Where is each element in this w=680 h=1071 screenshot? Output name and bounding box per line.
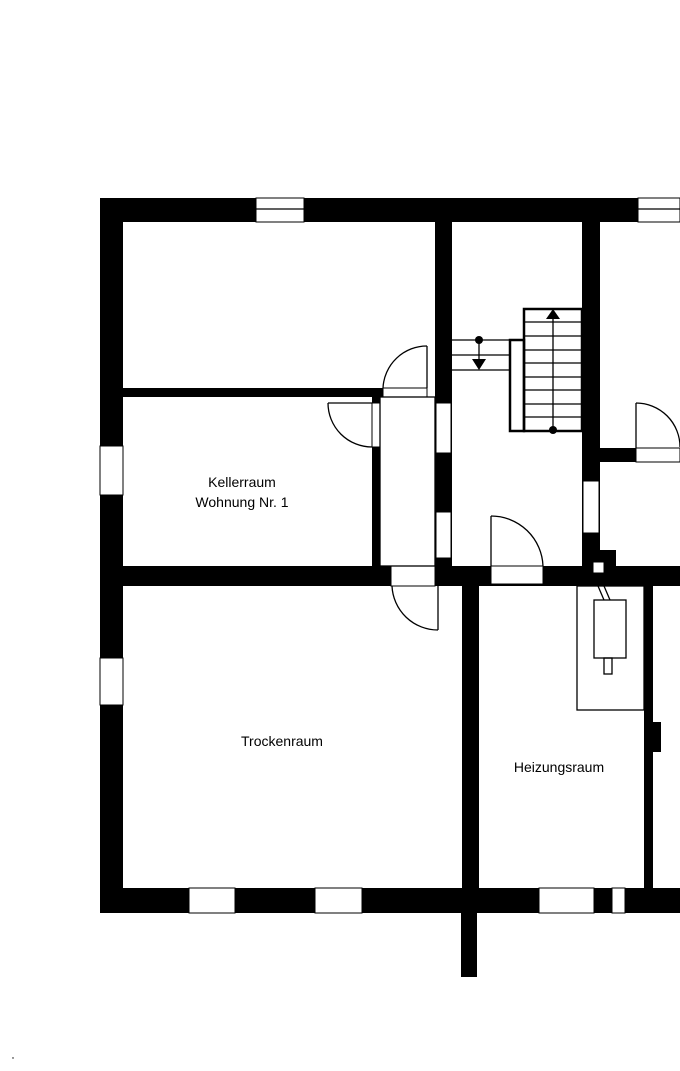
stray-dot: [12, 1057, 14, 1059]
room-label-kellerraum: Kellerraum: [208, 474, 276, 490]
window-icon: [637, 197, 680, 223]
stair-down-arrow: [472, 359, 486, 370]
window-icon: [188, 887, 236, 914]
door-swing-icon: [382, 345, 428, 398]
wall-keller-east: [372, 397, 380, 567]
window-icon: [538, 887, 595, 914]
room-label-heizungsraum: Heizungsraum: [514, 759, 604, 775]
wall-west: [100, 198, 123, 913]
window-icon: [435, 511, 452, 559]
walls: [100, 198, 680, 977]
window-icon: [314, 887, 363, 914]
wall-block-heizung: [653, 722, 661, 752]
doors: [327, 345, 680, 631]
window-icon: [582, 480, 600, 534]
stair-start-dot: [549, 426, 557, 434]
door-swing-icon: [490, 515, 544, 585]
wall-stub-south: [461, 913, 477, 977]
boiler-icon: [576, 585, 645, 711]
window-icon: [99, 445, 124, 496]
wall-heizung-east: [644, 586, 653, 888]
window-icon: [611, 887, 626, 914]
wall-trocken-heizung: [462, 586, 479, 888]
window-icon: [255, 197, 305, 223]
wall-north: [100, 198, 680, 222]
staircase-icon: [452, 307, 584, 434]
room-label-trockenraum: Trockenraum: [241, 733, 323, 749]
room-label-kellerraum-sub: Wohnung Nr. 1: [195, 494, 288, 510]
wall-storage-keller: [123, 388, 383, 397]
wall-east-room-south: [600, 448, 636, 462]
door-swing-icon: [327, 402, 381, 448]
vent-opening: [592, 561, 605, 574]
stair-up-arrow: [546, 309, 560, 319]
window-icon: [99, 657, 124, 706]
stair-down-dot: [475, 336, 483, 344]
door-swing-icon: [390, 565, 439, 631]
window-icon: [435, 402, 452, 454]
windows: [99, 197, 680, 914]
corridor-outline: [379, 396, 436, 567]
door-swing-icon: [635, 402, 680, 463]
wall-stair-west: [435, 222, 452, 398]
